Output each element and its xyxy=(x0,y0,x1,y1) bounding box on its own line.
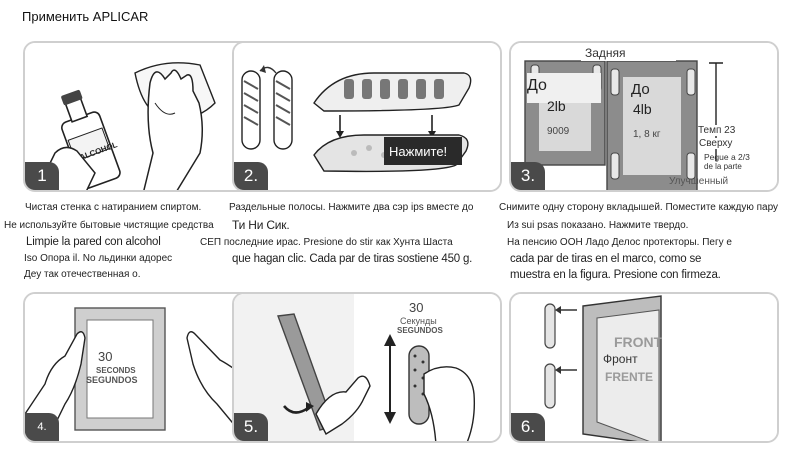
caption-2-line-4: que hagan clic. Cada par de tiras sostie… xyxy=(232,253,473,265)
press-label: Нажмите! xyxy=(389,144,448,159)
pegue-label: Pegue a 2/3 xyxy=(704,152,750,162)
seconds-label-es: SEGUNDOS xyxy=(86,375,138,385)
caption-3-line-5: muestra en la figura. Presione con firme… xyxy=(510,269,721,281)
top-label: Сверху xyxy=(699,138,733,149)
front-label-ru: Фронт xyxy=(603,352,638,366)
right-up-to: До xyxy=(631,81,650,98)
hang-and-hold-illustration xyxy=(234,294,500,441)
step-2-panel: Нажмите! 2. xyxy=(232,41,502,192)
page-title: Применить APLICAR xyxy=(22,9,149,24)
caption-3-line-4: cada par de tiras en el marco, como se xyxy=(510,253,702,265)
front-label-en: FRONT xyxy=(614,334,663,350)
step-number-badge: 1 xyxy=(25,162,59,190)
caption-1-line-5: Деу так отечественная о. xyxy=(24,269,141,280)
step-number-badge: 2. xyxy=(234,162,268,190)
caption-3-line-1: Снимите одну сторону вкладышей. Поместит… xyxy=(499,202,779,213)
caption-2-line-3: СЕП последние ирас. Presione do stir как… xyxy=(200,237,453,248)
caption-3-line-2: Из sui psas показано. Нажмите твердо. xyxy=(507,220,689,231)
caption-2-line-2: Ти Ни Сик. xyxy=(232,218,290,232)
caption-1-line-1: Чистая стенка с натиранием спиртом. xyxy=(25,202,202,213)
seconds-label-es: SEGUNDOS xyxy=(397,326,443,335)
seconds-number: 30 xyxy=(409,300,424,315)
step-number-badge: 6. xyxy=(511,413,545,441)
seconds-label-en: SECONDS xyxy=(96,366,136,375)
seconds-label-ru: Секунды xyxy=(400,316,437,326)
finished-frame-illustration xyxy=(511,294,777,441)
left-weight: 2lb xyxy=(547,98,566,114)
separate-strips-illustration xyxy=(234,43,500,190)
improved-label: Улучшенный xyxy=(669,176,729,187)
caption-2-line-1: Раздельные полосы. Нажмите два сэр ips в… xyxy=(229,202,474,213)
caption-1-line-3: Limpie la pared con alcohol xyxy=(26,236,161,248)
seconds-number: 30 xyxy=(98,349,113,364)
step-6-panel: FRONT Фронт FRENTE 6. xyxy=(509,292,779,443)
right-weight: 4lb xyxy=(633,101,652,117)
attach-to-frame-illustration xyxy=(511,43,777,190)
back-label: Задняя xyxy=(585,46,626,60)
right-kg: 1, 8 кг xyxy=(633,129,661,140)
de-la-parte-label: de la parte xyxy=(704,162,742,171)
front-label-es: FRENTE xyxy=(605,370,653,384)
step-number-badge: 5. xyxy=(234,413,268,441)
caption-3-line-3: На пенсию ООН Ладо Делос протекторы. Пег… xyxy=(507,237,732,248)
left-code: 9009 xyxy=(547,126,570,137)
temp-label: Темп 23 xyxy=(698,125,736,136)
step-3-panel: Задняя До 2lb 9009 До 4lb 1, 8 кг Темп 2… xyxy=(509,41,779,192)
left-up-to: До xyxy=(527,77,547,94)
step-5-panel: 30 Секунды SEGUNDOS 5. xyxy=(232,292,502,443)
caption-1-line-2: Не используйте бытовые чистящие средства xyxy=(4,220,214,231)
step-number-badge: 3. xyxy=(511,162,545,190)
step-number-badge: 4. xyxy=(25,413,59,441)
caption-1-line-4: Iso Опора il. No льдинки адорес xyxy=(24,253,173,264)
